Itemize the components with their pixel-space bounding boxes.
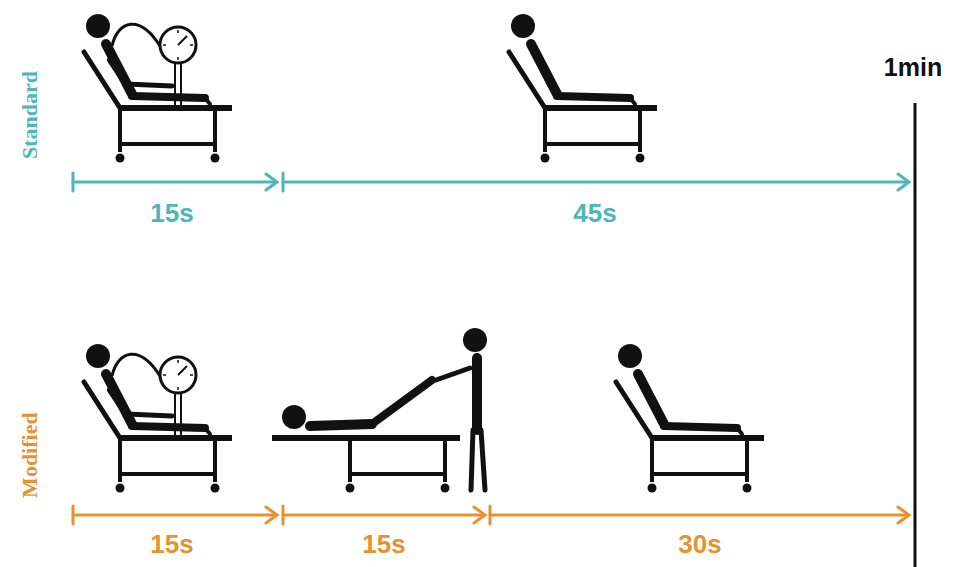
duration-label: 30s <box>678 530 721 559</box>
time-marker: 1min <box>884 54 942 82</box>
duration-label: 45s <box>573 199 616 228</box>
row-label: Modified <box>18 412 42 498</box>
duration-label: 15s <box>362 530 405 559</box>
duration-label: 15s <box>150 530 193 559</box>
row-label: Standard <box>18 71 42 159</box>
duration-label: 15s <box>150 199 193 228</box>
